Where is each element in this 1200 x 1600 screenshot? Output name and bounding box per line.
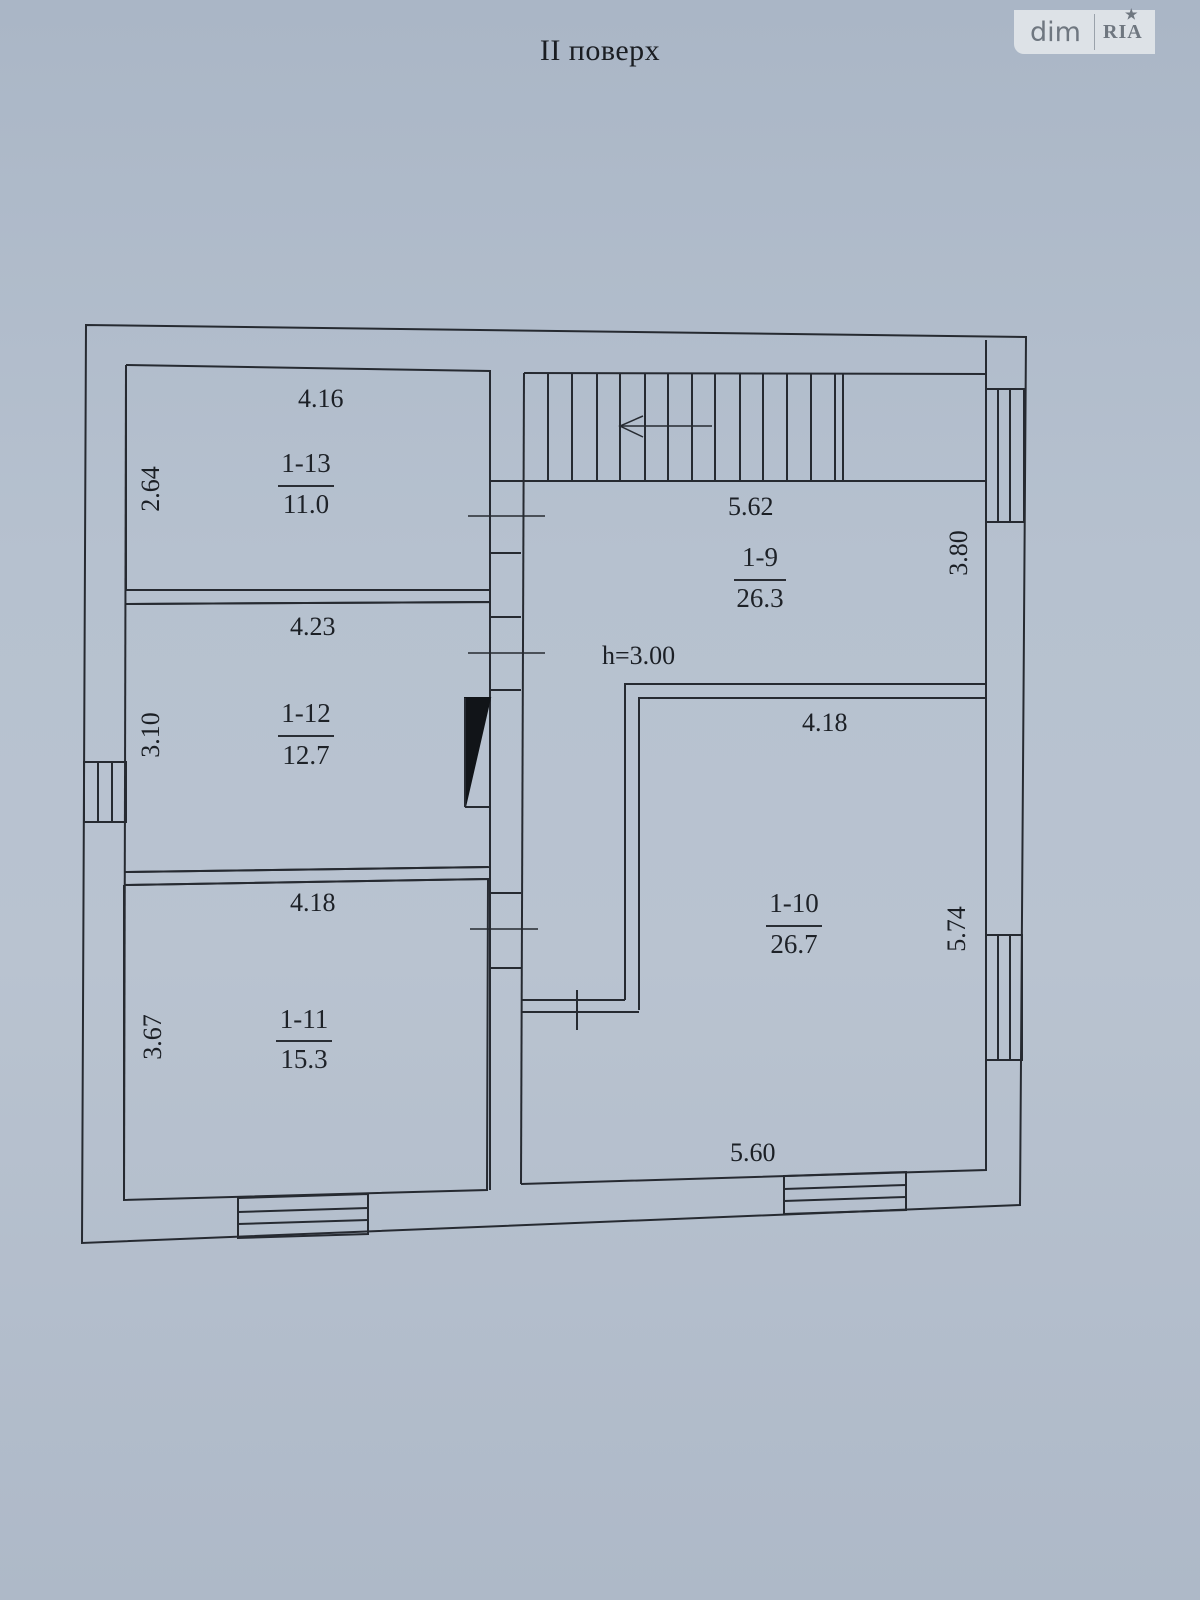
room-1-13-width: 4.16 <box>298 384 344 413</box>
room-1-12-fraction-line <box>278 735 334 737</box>
window-right-top <box>985 388 1025 523</box>
room-1-13-id: 1-13 <box>281 448 331 478</box>
room-1-11-width: 4.18 <box>290 888 336 917</box>
room-1-11-length: 3.67 <box>137 1014 167 1060</box>
room-1-12-width: 4.23 <box>290 612 336 641</box>
room-1-10-length: 5.74 <box>941 906 971 952</box>
window-right-bottom <box>985 934 1023 1061</box>
window-left <box>83 761 127 823</box>
room-1-12-wall <box>125 600 491 873</box>
room-1-12-area: 12.7 <box>282 740 330 770</box>
dimria-watermark: dim ★ RIA <box>1014 8 1155 54</box>
room-1-9-width: 5.62 <box>728 492 774 521</box>
room-1-10-id: 1-10 <box>769 888 819 918</box>
window-bottom-left <box>237 1192 369 1240</box>
room-1-11-area: 15.3 <box>280 1044 328 1074</box>
watermark-ria-text: ★ RIA <box>1095 8 1143 44</box>
room-1-10-wall <box>624 683 986 1000</box>
room-1-10-fraction-line <box>766 925 822 927</box>
outer-wall <box>80 323 1028 1245</box>
room-1-13-area: 11.0 <box>282 489 330 519</box>
room-1-10-width: 4.18 <box>802 708 848 737</box>
room-1-9-area: 26.3 <box>736 583 784 613</box>
floor-title: II поверх <box>539 34 661 67</box>
room-1-12-length: 3.10 <box>135 712 165 758</box>
room-1-10-bottom-width: 5.60 <box>730 1138 776 1167</box>
chimney-marker <box>464 697 492 808</box>
room-1-9-wall <box>523 372 987 688</box>
star-icon: ★ <box>1125 7 1139 23</box>
room-1-11-fraction-line <box>276 1040 332 1042</box>
ceiling-height: h=3.00 <box>602 641 676 670</box>
watermark-dim-text: dim <box>1030 16 1081 48</box>
room-1-10-area: 26.7 <box>770 929 818 959</box>
window-bottom-right <box>783 1170 907 1216</box>
watermark-divider <box>1094 14 1095 50</box>
watermark-ria-label: RIA <box>1103 20 1143 43</box>
room-1-9-id: 1-9 <box>742 542 778 572</box>
room-1-12-id: 1-12 <box>281 698 331 728</box>
room-1-13-length: 2.64 <box>135 466 165 512</box>
room-1-9-fraction-line <box>734 579 786 581</box>
room-1-13-fraction-line <box>278 485 334 487</box>
room-1-9-length: 3.80 <box>943 530 973 576</box>
room-1-11-id: 1-11 <box>279 1004 329 1034</box>
staircase <box>547 374 844 481</box>
